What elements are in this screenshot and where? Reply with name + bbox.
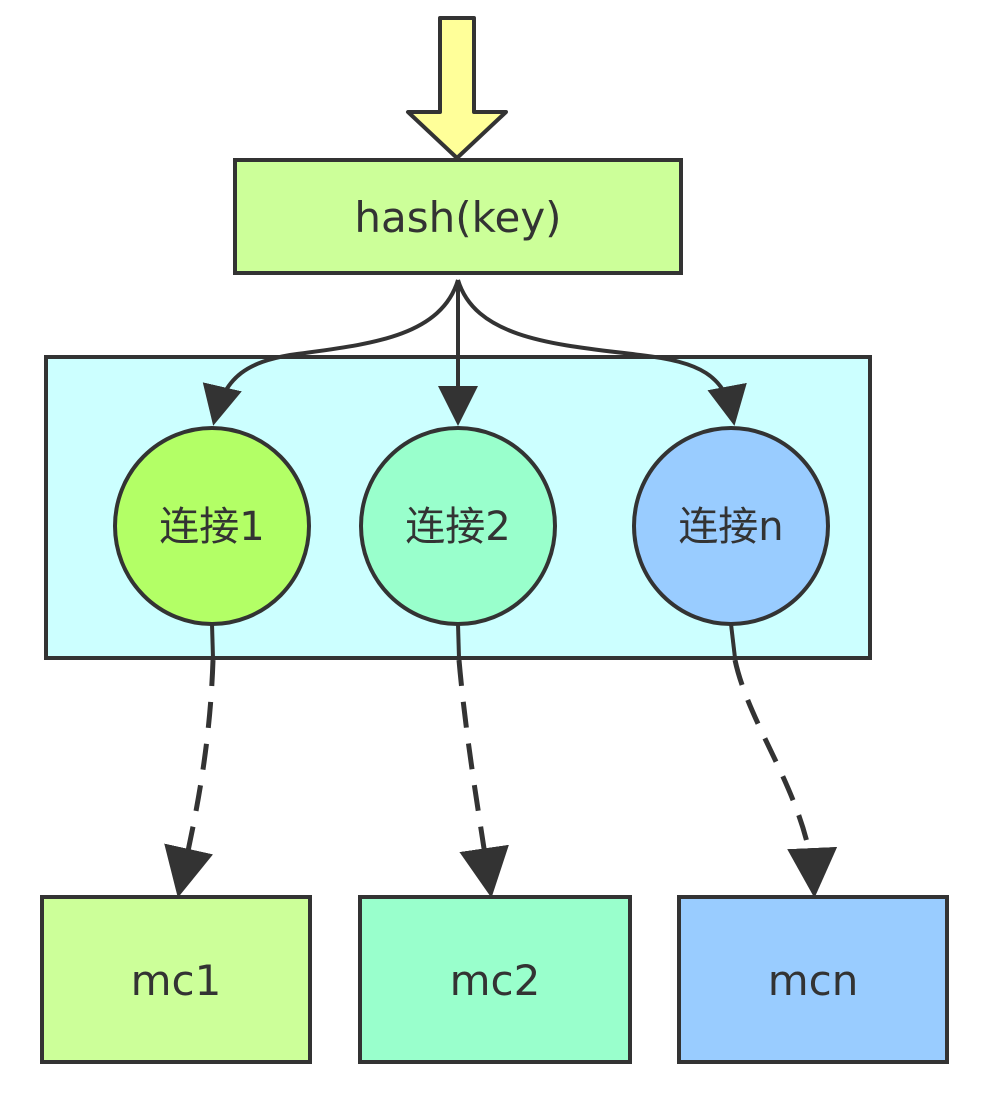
stub-connection-n <box>729 623 737 659</box>
dashed-arrow-to-mc2 <box>456 659 509 898</box>
server-mc1-rect <box>40 895 312 1064</box>
input-arrow <box>406 16 508 160</box>
stub-connection-1 <box>210 623 215 659</box>
hash-box: hash(key) <box>233 158 683 275</box>
server-mc2-label: mc2 <box>450 956 541 1005</box>
server-mc1: mc1 <box>40 895 312 1064</box>
connection-1-label: 连接1 <box>159 504 264 550</box>
dashed-arrow-to-mcn <box>732 659 838 898</box>
server-mc2-rect <box>358 895 632 1064</box>
server-mcn-rect <box>677 895 949 1064</box>
connection-n: 连接n <box>632 426 830 626</box>
arrow-hash-to-connection-1 <box>202 279 460 426</box>
server-mc1-label: mc1 <box>131 956 222 1005</box>
server-mc2: mc2 <box>358 895 632 1064</box>
stub-connection-2 <box>456 623 461 659</box>
connection-n-label: 连接n <box>678 504 783 550</box>
connection-2: 连接2 <box>359 426 557 626</box>
hash-box-label: hash(key) <box>354 193 561 242</box>
dashed-arrow-to-mc1 <box>164 659 216 898</box>
arrow-hash-to-connection-n <box>456 279 747 426</box>
server-mcn-label: mcn <box>768 956 859 1005</box>
connection-2-label: 连接2 <box>405 504 510 550</box>
hash-box-rect <box>233 158 683 275</box>
connection-1: 连接1 <box>113 426 311 626</box>
server-mcn: mcn <box>677 895 949 1064</box>
